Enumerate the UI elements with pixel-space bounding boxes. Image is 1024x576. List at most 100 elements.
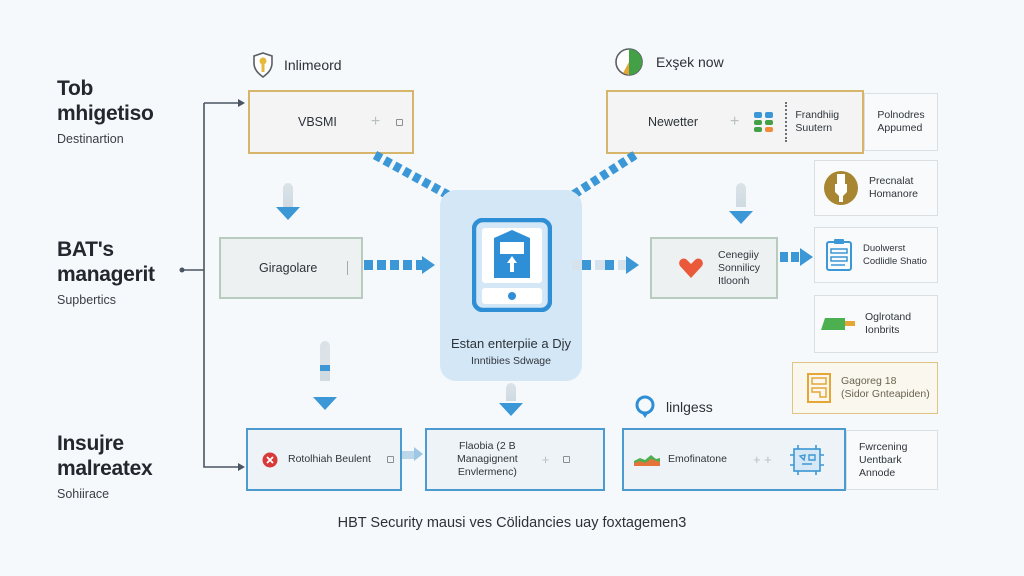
- newetter-box[interactable]: Newetter + Frandhiig Suutern: [606, 90, 864, 154]
- right-card-4-line2: (Sidor Gnteapiden): [841, 388, 930, 400]
- divider: [347, 261, 349, 275]
- bottom-left-box[interactable]: Rotolhiah Beulent: [246, 428, 402, 491]
- section-subtitle: Destinartion: [57, 132, 124, 146]
- down-arrow-icon: [729, 211, 753, 224]
- right-arrow-icon: [422, 256, 435, 274]
- right-card-1[interactable]: Precnalat Homanore: [814, 160, 938, 216]
- right-card-1-line1: Precnalat: [869, 175, 914, 187]
- port-icon: [396, 118, 404, 126]
- right-card-2-line1: Duolwerst: [863, 243, 906, 254]
- policies-panel[interactable]: Polnodres Appumed: [864, 93, 938, 151]
- bottom-right-panel-line1: Fwrcening: [859, 440, 908, 453]
- top-right-header: Exşek now: [614, 47, 724, 77]
- bottom-mid-line1: Flaobia (2 B: [459, 440, 516, 452]
- cable-icon: [821, 318, 855, 330]
- plus-icon: +: [370, 113, 381, 130]
- down-arrow-icon: [499, 403, 523, 416]
- center-subtitle: Inntibies Sdwage: [471, 355, 551, 367]
- bottom-left-label: Rotolhiah Beulent: [288, 453, 371, 465]
- clipboard-icon: [826, 239, 852, 271]
- bottom-right-panel-line2: Uentbark: [859, 453, 902, 466]
- bottom-right-box[interactable]: Emofinatone + +: [622, 428, 846, 491]
- right-card-4[interactable]: Gagoreg 18 (Sidor Gnteapiden): [792, 362, 938, 414]
- right-card-2[interactable]: Duolwerst Codlidle Shatio: [814, 227, 938, 283]
- connector-stem: [402, 451, 414, 459]
- right-card-1-line2: Homanore: [869, 188, 919, 200]
- right-arrow-icon: [800, 248, 813, 266]
- section-title-line1: Tob: [57, 77, 94, 100]
- vbsmi-label: VBSMI: [298, 115, 337, 129]
- giragolare-label: Giragolare: [259, 261, 318, 275]
- port-icon: [563, 456, 571, 463]
- gauge-icon: [615, 48, 643, 76]
- right-card-3[interactable]: Oglrotand Ionbrits: [814, 295, 938, 353]
- right-arrow-icon: [626, 256, 639, 274]
- bottom-mid-line2: Managignent: [457, 453, 518, 465]
- section-subtitle: Sohiirace: [57, 487, 110, 501]
- dashed-connector: [364, 260, 422, 270]
- bottom-right-header-label: linlgess: [666, 399, 713, 415]
- right-card-3-line2: Ionbrits: [865, 324, 900, 336]
- diagonal-connectors: [372, 151, 638, 199]
- chart-icon: [634, 454, 660, 466]
- usb-plug-icon: [824, 171, 858, 205]
- alert-icon: [262, 452, 278, 467]
- giragolare-box[interactable]: Giragolare: [219, 237, 363, 299]
- dashed-connector: [572, 260, 626, 270]
- section-subtitle: Supbertics: [57, 293, 117, 307]
- dashed-connector: [780, 252, 800, 262]
- policies-line2: Appumed: [877, 122, 923, 134]
- right-card-3-line1: Oglrotand: [865, 311, 912, 323]
- top-left-header-label: Inlimeord: [284, 57, 342, 73]
- apps-grid-icon: [754, 112, 774, 132]
- newetter-label: Newetter: [648, 115, 699, 129]
- heart-icon: [679, 258, 703, 278]
- franchise-label: Frandhiig Suutern: [795, 109, 839, 135]
- shield-key-icon: [253, 52, 273, 78]
- right-card-2-line2: Codlidle Shatio: [863, 256, 927, 267]
- bottom-right-header: linlgess: [634, 395, 713, 419]
- plus-icon: + +: [752, 452, 772, 467]
- footer-caption: HBT Security mausi ves Cölidancies uay f…: [337, 515, 687, 531]
- document-icon: [807, 373, 831, 403]
- section-middle: BAT's managerit Supbertics: [57, 237, 155, 307]
- section-title-line2: malreatex: [57, 457, 153, 480]
- policies-line1: Polnodres: [877, 109, 925, 121]
- bottom-right-label: Emofinatone: [668, 453, 727, 465]
- vbsmi-box[interactable]: VBSMI +: [248, 90, 414, 154]
- bottom-mid-box[interactable]: Flaobia (2 B Managignent Envlermenc) +: [425, 428, 605, 491]
- section-bottom: Insujre malreatex Sohiirace: [57, 431, 153, 501]
- bottom-mid-line3: Envlermenc): [457, 466, 517, 478]
- connectivity-box[interactable]: Cenegiiy Sonnilicy Itloonh: [650, 237, 778, 299]
- bracket-connector: [179, 99, 245, 471]
- arrow-stem: [320, 341, 330, 381]
- connectivity-line1: Cenegiiy: [718, 248, 759, 261]
- mobile-lock-icon: [472, 218, 552, 312]
- down-arrow-icon: [313, 397, 337, 410]
- franchise-line2: Suutern: [795, 122, 833, 134]
- bottom-right-panel[interactable]: Fwrcening Uentbark Annode: [846, 430, 938, 490]
- circuit-board-icon: [789, 444, 824, 475]
- top-left-header: Inlimeord: [252, 52, 342, 78]
- plus-icon: +: [541, 452, 550, 467]
- right-card-4-line1: Gagoreg 18: [841, 375, 897, 387]
- top-right-header-label: Exşek now: [656, 54, 724, 70]
- section-title-line2: managerit: [57, 263, 155, 286]
- bottom-right-panel-line3: Annode: [859, 466, 896, 479]
- right-arrow-icon: [414, 447, 423, 461]
- center-title: Estan enterpiie a Dįy: [451, 336, 571, 351]
- location-pin-icon: [635, 395, 655, 418]
- plus-icon: +: [730, 113, 740, 130]
- connectivity-line3: Itloonh: [718, 274, 750, 287]
- connectivity-line2: Sonnilicy: [718, 261, 761, 274]
- section-title-line1: Insujre: [57, 432, 124, 455]
- franchise-line1: Frandhiig: [795, 109, 840, 121]
- section-top: Tob mhigetiso Destinartion: [57, 76, 154, 146]
- section-title-line1: BAT's: [57, 238, 114, 261]
- divider: [785, 102, 788, 142]
- down-arrow-icon: [276, 207, 300, 220]
- arrow-stem: [736, 183, 746, 207]
- central-device-card[interactable]: Estan enterpiie a Dįy Inntibies Sdwage: [440, 190, 582, 381]
- port-icon: [386, 456, 394, 463]
- section-title-line2: mhigetiso: [57, 102, 154, 125]
